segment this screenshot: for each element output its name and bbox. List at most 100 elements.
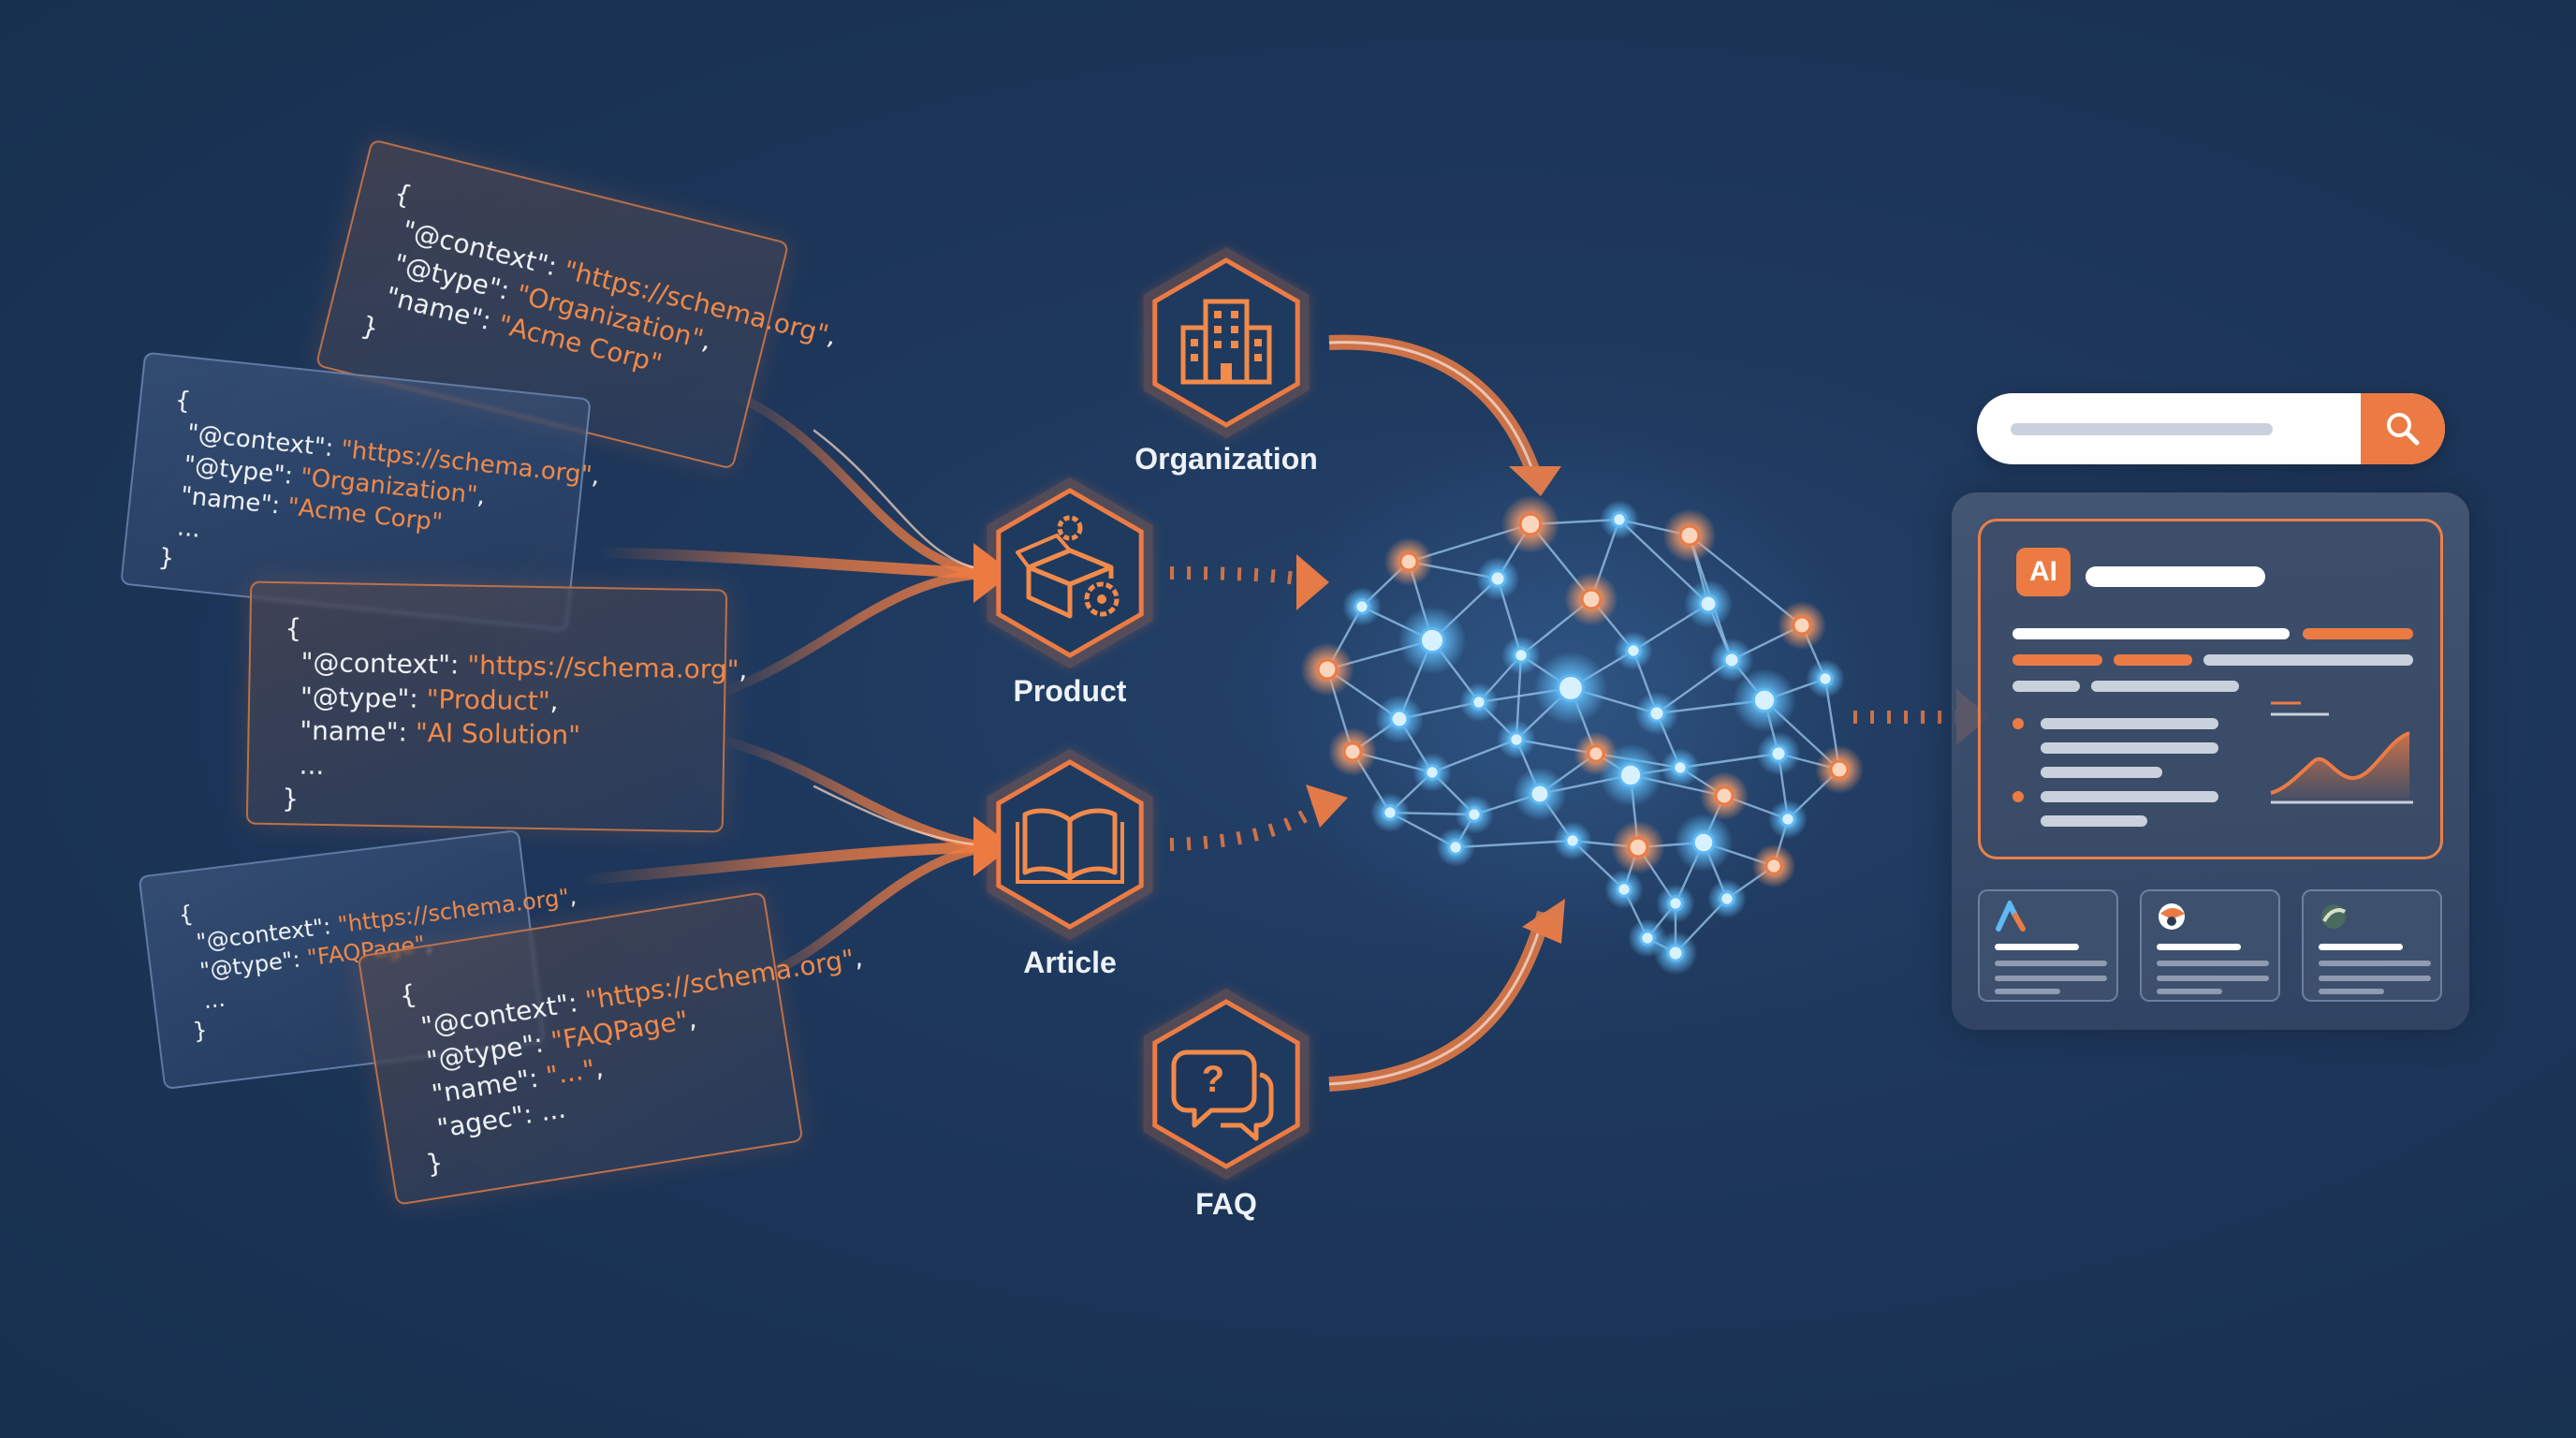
entity-label-organization: Organization (1134, 442, 1318, 476)
entity-hexagon-product (987, 477, 1153, 669)
text-line (2319, 989, 2384, 994)
text-line (2041, 767, 2162, 778)
network-node (1768, 800, 1808, 839)
network-node (1611, 820, 1665, 874)
code-value: "https://schema.org" (466, 650, 739, 686)
entity-hexagon-faq: ? (1143, 988, 1310, 1181)
code-key: } (423, 1146, 446, 1181)
search-bar[interactable] (1977, 393, 2445, 464)
text-line (2012, 681, 2080, 692)
text-line (2319, 961, 2431, 966)
entity-label-faq: FAQ (1195, 1187, 1257, 1221)
network-node (1684, 580, 1733, 628)
network-node (1513, 767, 1567, 821)
ai-results-panel: AI (1952, 492, 2469, 1030)
network-node (1398, 606, 1467, 675)
code-key: } (191, 1016, 210, 1045)
network-node (1700, 771, 1749, 820)
network-node (1751, 844, 1796, 888)
flow-stream (593, 547, 979, 579)
bullet-dot (2012, 791, 2024, 802)
search-placeholder-bar (2011, 423, 2273, 435)
text-line (2041, 791, 2218, 802)
flow-stream (716, 570, 978, 697)
network-node (1778, 601, 1826, 650)
network-node (1653, 931, 1698, 976)
code-key: } (281, 783, 300, 814)
text-line (2203, 654, 2413, 666)
brand-logo-icon (2159, 903, 2185, 930)
network-edge (1455, 839, 1573, 849)
code-key: "name": (283, 714, 417, 748)
network-node (1501, 636, 1541, 675)
text-line (2114, 654, 2192, 666)
search-icon (2387, 413, 2420, 446)
network-node (1342, 587, 1382, 626)
network-node (1709, 638, 1754, 682)
code-key: , (476, 481, 487, 510)
code-key: } (156, 543, 176, 574)
network-node (1497, 720, 1536, 759)
code-key: ... (537, 1093, 568, 1127)
flow-arrow (1169, 566, 1312, 587)
code-key: { (177, 901, 195, 929)
entity-hexagon-organization (1143, 246, 1310, 439)
network-node (1370, 793, 1410, 832)
text-line (2012, 654, 2102, 666)
brand-logo-icon (1996, 901, 2026, 932)
network-node (1384, 537, 1433, 586)
code-key: , (549, 684, 559, 717)
network-node (1604, 870, 1644, 909)
text-line (1995, 944, 2079, 950)
ai-chip-icon: AI (2016, 548, 2071, 596)
network-node (1534, 652, 1607, 725)
network-node (1756, 731, 1801, 776)
network-node (1661, 748, 1700, 787)
code-key: { (390, 177, 416, 212)
text-line (1995, 989, 2060, 994)
network-node (1455, 795, 1494, 834)
text-line (2157, 944, 2241, 950)
source-card[interactable] (1978, 889, 2118, 1002)
input-flows (575, 389, 1013, 988)
source-card[interactable] (2140, 889, 2280, 1002)
text-line (2041, 718, 2218, 729)
product-box-icon (1016, 515, 1120, 619)
network-node (1436, 828, 1475, 867)
code-value: "..." (543, 1053, 597, 1093)
network-node (1375, 695, 1424, 743)
ai-badge-label: AI (2029, 556, 2057, 587)
search-button[interactable] (2361, 393, 2445, 464)
code-key: { (397, 977, 419, 1012)
network-node (1806, 659, 1845, 698)
network-node (1564, 572, 1618, 626)
text-line (2091, 681, 2239, 692)
flow-stream (725, 389, 978, 576)
text-line (2319, 944, 2403, 950)
ai-answer-card[interactable]: AI (1978, 519, 2443, 859)
entity-label-article: Article (1023, 946, 1117, 979)
network-node (1733, 668, 1796, 732)
network-node (1412, 753, 1452, 792)
flow-stream (716, 735, 978, 849)
code-key: , (739, 654, 748, 686)
code-key: { (285, 612, 302, 644)
text-line (1995, 961, 2107, 966)
building-icon (1180, 299, 1272, 385)
svg-text:?: ? (1202, 1059, 1224, 1100)
network-node (1656, 884, 1695, 923)
text-line (2319, 976, 2431, 981)
text-line (2157, 989, 2222, 994)
text-line (2157, 961, 2269, 966)
neural-network-brain-icon (1300, 494, 1864, 976)
flow-stream (812, 429, 975, 569)
network-node (1662, 508, 1717, 563)
source-card[interactable] (2302, 889, 2442, 1002)
network-node (1614, 631, 1653, 670)
code-line: "name": "AI Solution" (283, 713, 690, 755)
flow-stream (575, 842, 979, 886)
code-line: } (282, 782, 689, 823)
code-card: { "@context": "https://schema.org", "@ty… (245, 580, 748, 833)
code-key: } (358, 309, 383, 344)
code-value: "AI Solution" (415, 716, 581, 751)
